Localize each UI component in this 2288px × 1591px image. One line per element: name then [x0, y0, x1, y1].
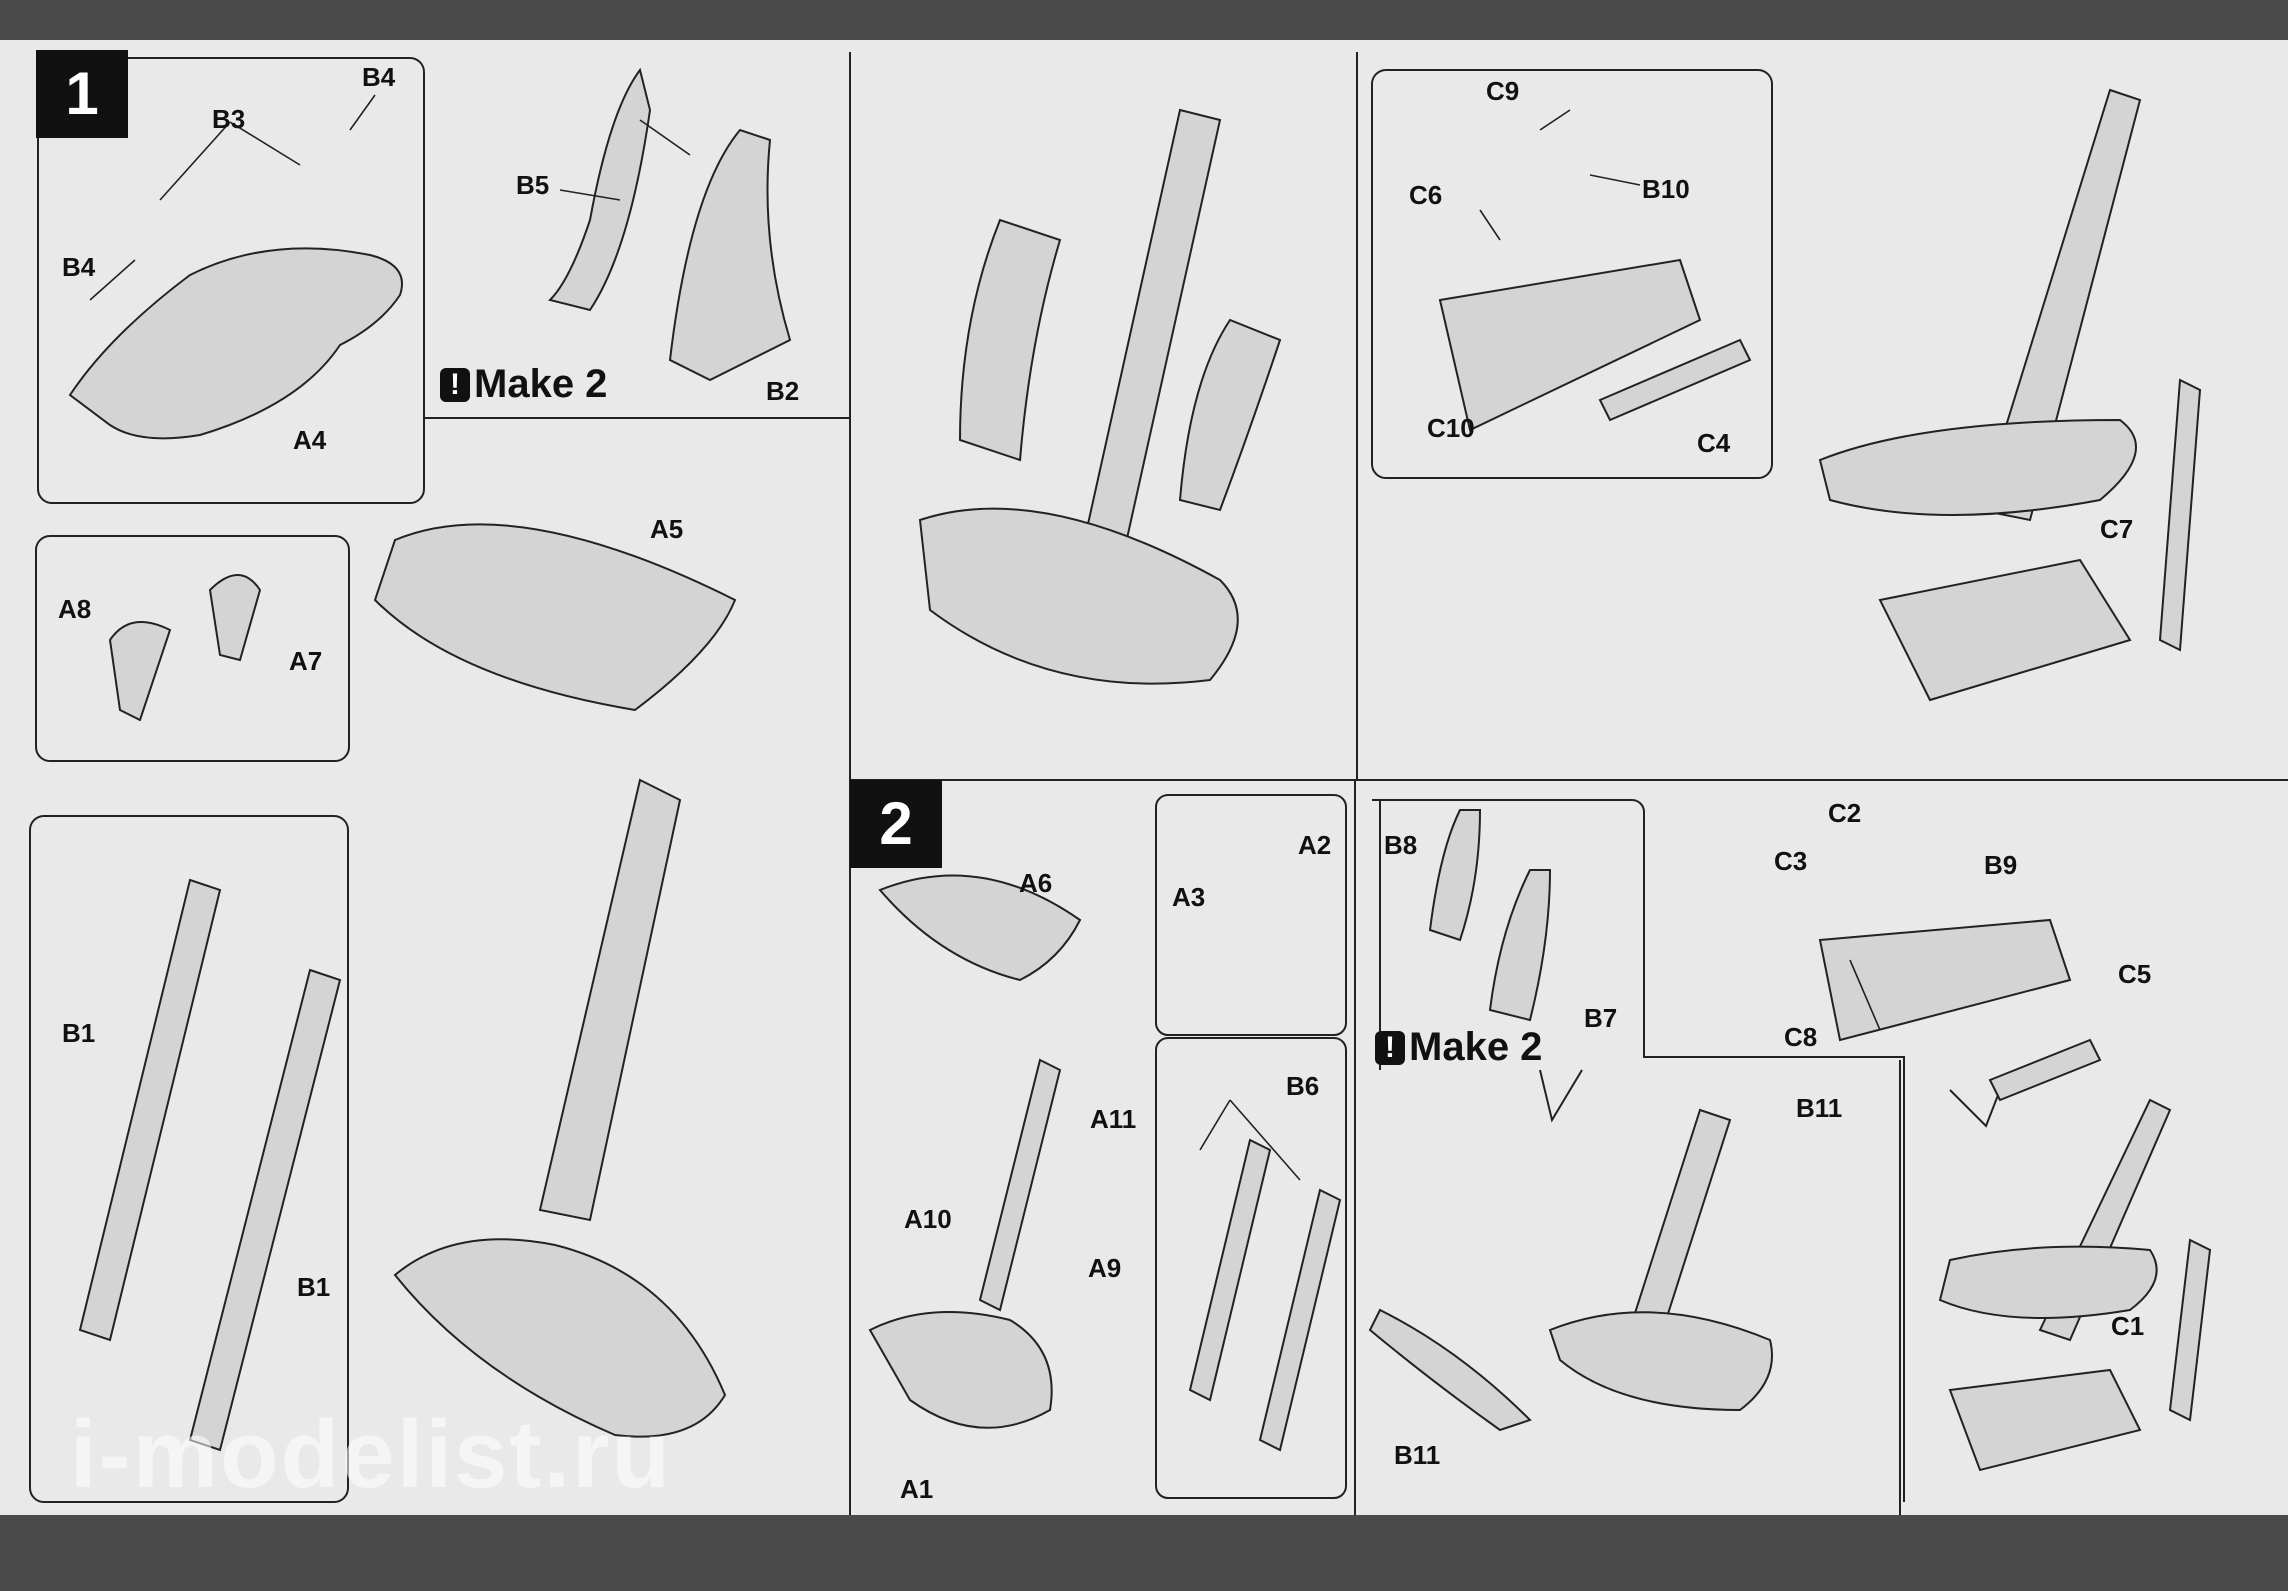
part-label-a10: A10 [904, 1204, 952, 1234]
part-label-b10: B10 [1642, 174, 1690, 204]
part-label-b6: B6 [1286, 1071, 1320, 1101]
part-label-a8: A8 [58, 594, 92, 624]
part-label-c1: C1 [2111, 1311, 2145, 1341]
part-label-c8: C8 [1784, 1022, 1818, 1052]
part-label-b9: B9 [1984, 850, 2018, 880]
part-label-a3: A3 [1172, 882, 1206, 912]
step-1-marker: 1 [36, 50, 128, 138]
part-label-c4: C4 [1697, 428, 1731, 458]
part-label-b7: B7 [1584, 1003, 1618, 1033]
part-label-b3: B3 [212, 104, 246, 134]
exclamation-icon: ! [440, 368, 470, 402]
part-label-c9: C9 [1486, 76, 1520, 106]
part-label-a5: A5 [650, 514, 684, 544]
watermark: i-modelist.ru [70, 1401, 673, 1508]
part-label-c5: C5 [2118, 959, 2152, 989]
part-label-c2: C2 [1828, 798, 1862, 828]
part-label-b8: B8 [1384, 830, 1418, 860]
part-label-c7: C7 [2100, 514, 2134, 544]
make-note-2: !Make 2 [1375, 1025, 1542, 1070]
part-label-b5: B5 [516, 170, 550, 200]
part-label-b11-bottom: B11 [1394, 1440, 1441, 1470]
part-label-a1: A1 [900, 1474, 934, 1504]
part-label-b2: B2 [766, 376, 800, 406]
part-label-a6: A6 [1019, 868, 1053, 898]
make-note-1-text: Make 2 [474, 362, 608, 406]
part-label-b1-bottom: B1 [297, 1272, 331, 1302]
part-label-a11: A11 [1090, 1104, 1137, 1134]
make-note-2-text: Make 2 [1409, 1025, 1543, 1069]
part-label-a7: A7 [289, 646, 323, 676]
bottom-band [0, 1515, 2288, 1591]
part-label-b4-left: B4 [62, 252, 96, 282]
step-2-marker: 2 [850, 780, 942, 868]
make-note-1: !Make 2 [440, 362, 607, 407]
part-label-c10: C10 [1427, 413, 1475, 443]
part-label-a2: A2 [1298, 830, 1332, 860]
part-label-c3: C3 [1774, 846, 1808, 876]
exclamation-icon: ! [1375, 1031, 1405, 1065]
part-label-b1-top: B1 [62, 1018, 96, 1048]
part-label-a4: A4 [293, 425, 327, 455]
part-label-b11-top: B11 [1796, 1093, 1843, 1123]
part-label-a9: A9 [1088, 1253, 1122, 1283]
top-band [0, 0, 2288, 40]
part-label-b4-top: B4 [362, 62, 396, 92]
part-label-c6: C6 [1409, 180, 1443, 210]
